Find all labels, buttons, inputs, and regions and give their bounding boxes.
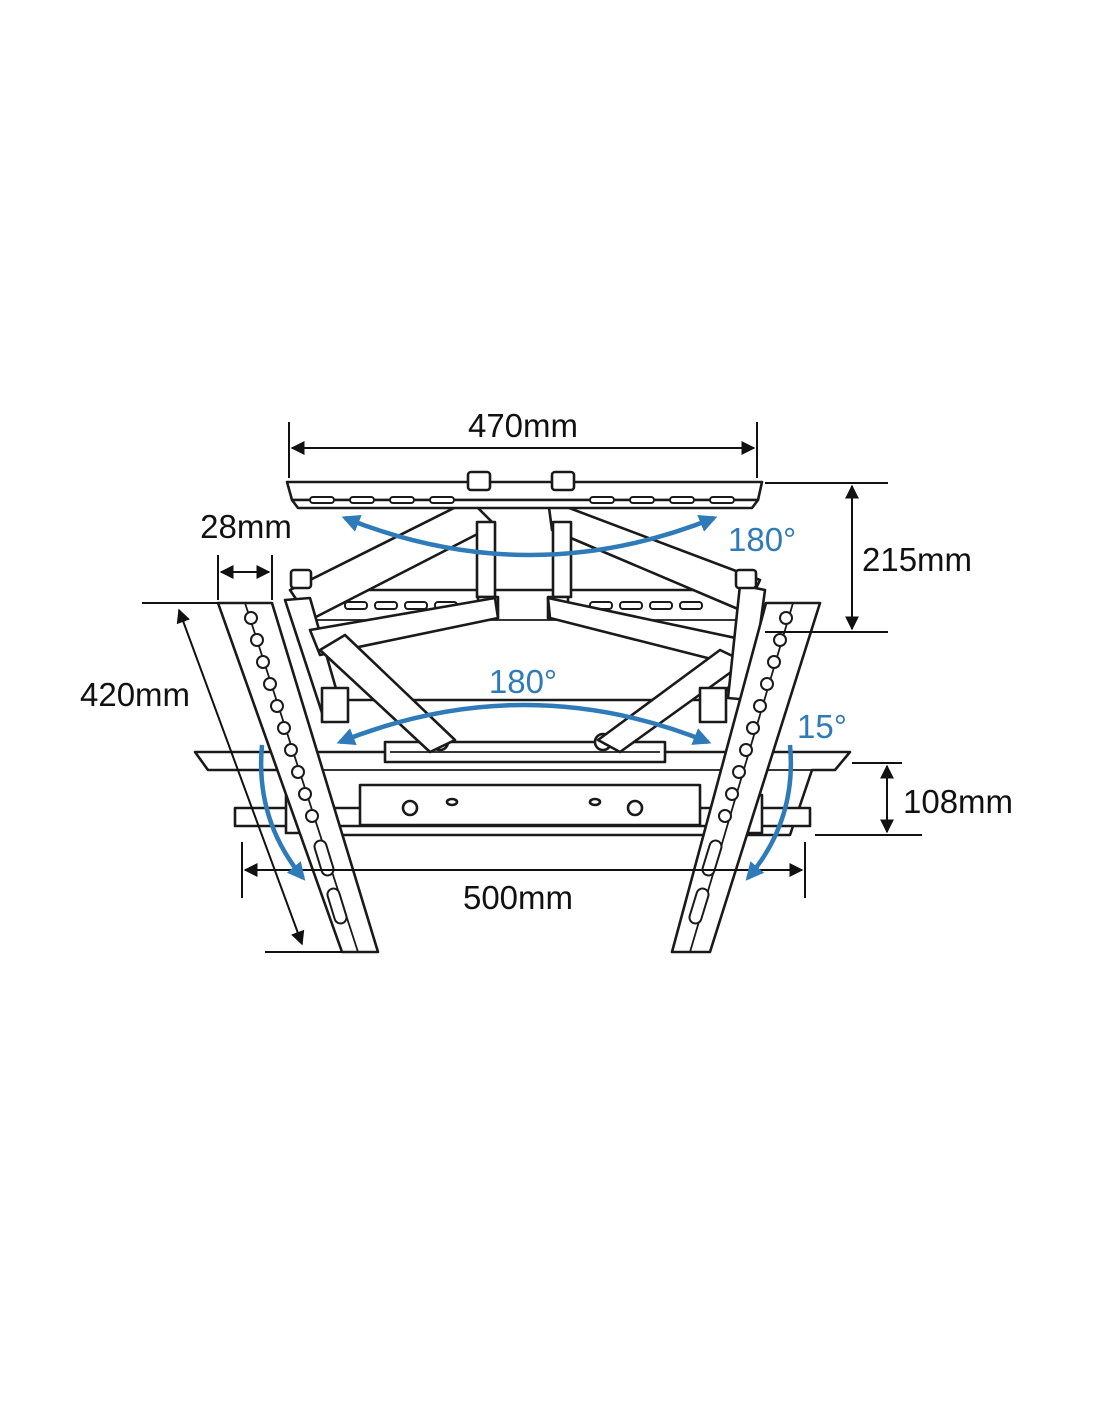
dimension-470 — [288, 422, 758, 478]
dimension-28 — [217, 555, 273, 600]
label-arm-swivel: 180° — [489, 663, 557, 700]
rotation-arrows — [258, 514, 794, 881]
dimension-500 — [241, 842, 806, 898]
label-108mm: 108mm — [903, 783, 1013, 820]
arm-swivel-arrow — [336, 702, 712, 746]
label-215mm: 215mm — [862, 541, 972, 578]
dimension-108 — [815, 762, 922, 836]
top-swivel-arrow — [341, 514, 718, 558]
dimension-lines — [142, 422, 922, 953]
left-tilt-arrow — [258, 744, 306, 881]
label-28mm: 28mm — [200, 508, 292, 545]
labels: 470mm 215mm 28mm 420mm 108mm 500mm 180° … — [80, 407, 1013, 916]
horizontal-rail — [193, 750, 852, 837]
right-tilt-arrow — [745, 744, 794, 881]
label-tilt: 15° — [797, 708, 847, 745]
label-top-swivel: 180° — [728, 521, 796, 558]
dimension-215 — [765, 482, 888, 633]
right-bracket-holes — [688, 611, 793, 925]
top-plate-slots — [309, 496, 735, 504]
label-500mm: 500mm — [463, 879, 573, 916]
top-plate — [285, 470, 764, 510]
dimension-420 — [142, 602, 342, 953]
label-470mm: 470mm — [468, 407, 578, 444]
label-420mm: 420mm — [80, 676, 190, 713]
